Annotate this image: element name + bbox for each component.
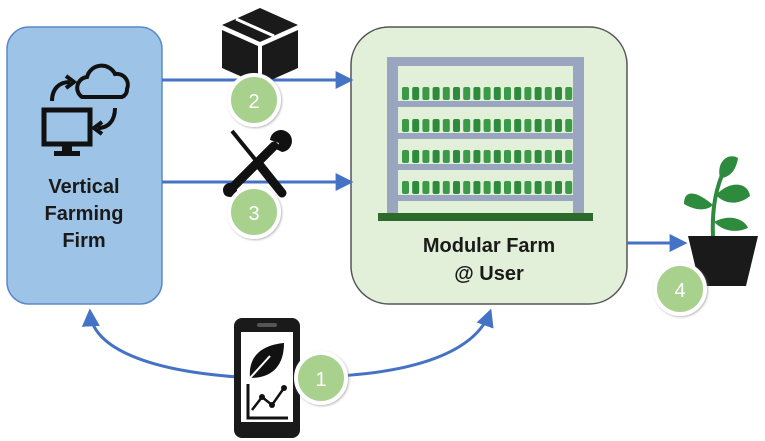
plant-pod (422, 150, 430, 163)
plant-pod (565, 150, 573, 163)
plant-pod (442, 181, 450, 194)
plant-pod (402, 150, 409, 163)
plant-pod (483, 119, 491, 132)
shelf-rack-icon (378, 57, 593, 221)
plant-pod (412, 181, 420, 194)
plant-pod (412, 87, 420, 100)
plant-pod (432, 87, 440, 100)
plant-pod (422, 119, 430, 132)
potted-plant-icon (684, 156, 758, 286)
plant-pod (463, 150, 471, 163)
plant-pod (514, 181, 522, 194)
plant-pod (442, 119, 450, 132)
firm-node: Vertical Farming Firm (6, 26, 163, 305)
plant-pod (432, 181, 440, 194)
plant-pod (534, 181, 542, 194)
modular-farm-node: Modular Farm @ User (350, 26, 628, 305)
plant-pod (534, 87, 542, 100)
plant-pod (422, 87, 430, 100)
plant-pod (544, 119, 552, 132)
plant-pod (422, 181, 430, 194)
arrow-feedback-to-firm (81, 308, 239, 379)
smartphone-app-icon (234, 318, 300, 438)
plant-pod (544, 87, 552, 100)
farm-label-line1: Modular Farm (423, 235, 555, 257)
step-2-badge: 2 (227, 73, 281, 127)
plant-pod (565, 87, 573, 100)
plant-pod (442, 87, 450, 100)
step-4-badge: 4 (653, 262, 707, 316)
plant-pod (493, 119, 501, 132)
plant-pod (442, 150, 450, 163)
plant-pod (463, 119, 471, 132)
plant-pod (534, 150, 542, 163)
plant-pod (504, 150, 511, 163)
plant-pod (565, 181, 573, 194)
plant-pod (555, 181, 562, 194)
plant-pod (483, 150, 491, 163)
tools-icon (223, 129, 292, 198)
plant-pod (463, 87, 471, 100)
shelf-bar (398, 133, 573, 139)
plant-pod (504, 181, 511, 194)
plant-pod (524, 150, 532, 163)
plant-pod (555, 119, 562, 132)
plant-pod (493, 87, 501, 100)
step-3-number: 3 (248, 203, 259, 225)
plant-pod (514, 150, 522, 163)
shelf-bar (398, 195, 573, 201)
plant-pod (453, 150, 460, 163)
plant-pod (432, 150, 440, 163)
firm-label-line1: Vertical (48, 176, 119, 198)
plant-pod (483, 181, 491, 194)
plant-pod (544, 150, 552, 163)
shelf-bar (398, 164, 573, 170)
step-1-badge: 1 (294, 351, 348, 405)
plant-pod (493, 181, 501, 194)
step-1-number: 1 (315, 369, 326, 391)
plant-pod (453, 181, 460, 194)
arrow-app-to-farm (309, 308, 494, 379)
plant-pod (473, 87, 481, 100)
plant-pod (473, 119, 481, 132)
firm-label-line2: Farming (45, 203, 124, 225)
plant-pod (412, 150, 420, 163)
plant-pod (402, 119, 409, 132)
plant-pod (504, 119, 511, 132)
package-box-icon (222, 8, 298, 84)
plant-pod (483, 87, 491, 100)
plant-pod (402, 87, 409, 100)
computer-cloud-sync-icon (41, 63, 130, 156)
farm-label-line2: @ User (454, 263, 524, 285)
step-2-number: 2 (248, 91, 259, 113)
plant-pod (555, 87, 562, 100)
plant-pod (473, 181, 481, 194)
plant-pod (514, 87, 522, 100)
plant-pod (463, 181, 471, 194)
plant-pod (514, 119, 522, 132)
shelf-bar (398, 101, 573, 107)
plant-pod (453, 87, 460, 100)
step-3-badge: 3 (227, 185, 281, 239)
plant-pod (544, 181, 552, 194)
plant-pod (524, 181, 532, 194)
plant-pod (412, 119, 420, 132)
plant-pod (473, 150, 481, 163)
plant-pod (565, 119, 573, 132)
plant-pod (524, 87, 532, 100)
plant-pod (402, 181, 409, 194)
plant-pod (555, 150, 562, 163)
plant-pod (453, 119, 460, 132)
plant-pod (504, 87, 511, 100)
plant-pod (524, 119, 532, 132)
plant-pod (432, 119, 440, 132)
plant-pod (534, 119, 542, 132)
step-4-number: 4 (674, 280, 685, 302)
firm-label-line3: Firm (62, 230, 105, 252)
plant-pod (493, 150, 501, 163)
